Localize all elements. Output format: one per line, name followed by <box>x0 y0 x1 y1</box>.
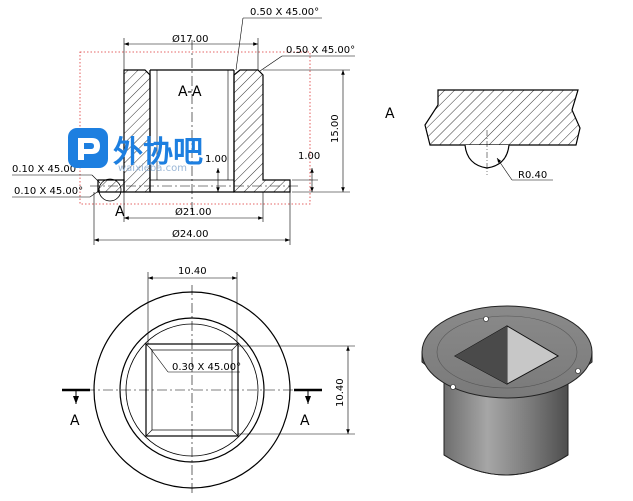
square-chamfer-dim: 0.30 X 45.00° <box>172 362 241 373</box>
left-chamfer-dim-2: 0.10 X 45.00° <box>14 186 83 197</box>
section-view: A-A Ø17.00 0.50 X 45.00° 0.50 X 45.00° 1… <box>12 7 355 245</box>
bore-diameter-dim: Ø17.00 <box>172 33 209 45</box>
iso-hole-2 <box>575 368 581 374</box>
detail-hatched-part <box>424 89 581 146</box>
height-dim: 15.00 <box>330 114 341 143</box>
inner-step-dim: 1.00 <box>205 154 227 165</box>
isometric-view <box>421 305 593 476</box>
square-width-dim: 10.40 <box>178 266 207 277</box>
iso-hole-3 <box>450 384 456 390</box>
section-title: A-A <box>178 84 202 100</box>
top-view: A A 10.40 10.40 0.30 X 45.00° <box>62 266 355 495</box>
watermark-url: waixieba.com <box>118 163 187 174</box>
fillet-radius-dim: R0.40 <box>518 170 547 181</box>
right-wall-section <box>233 69 291 193</box>
iso-hole-1 <box>483 316 489 322</box>
detail-view: A R0.40 <box>385 89 581 181</box>
shoulder-diameter-dim: Ø21.00 <box>175 206 212 218</box>
section-label-left: A <box>70 413 80 429</box>
section-label-right: A <box>300 413 310 429</box>
inner-chamfer-dim: 0.50 X 45.00° <box>286 45 355 56</box>
flange-diameter-dim: Ø24.00 <box>172 228 209 240</box>
detail-callout-circle <box>98 178 122 202</box>
detail-label: A <box>385 106 395 122</box>
watermark: 外协吧 waixieba.com <box>68 128 203 174</box>
view-boundary <box>79 51 311 205</box>
square-height-dim: 10.40 <box>335 378 346 407</box>
top-chamfer-dim: 0.50 X 45.00° <box>250 7 319 18</box>
watermark-brand: 外协吧 <box>113 135 203 170</box>
outer-step-dim: 1.00 <box>298 151 320 162</box>
detail-callout-label: A <box>115 204 125 220</box>
left-chamfer-dim-1: 0.10 X 45.00° <box>12 164 81 175</box>
